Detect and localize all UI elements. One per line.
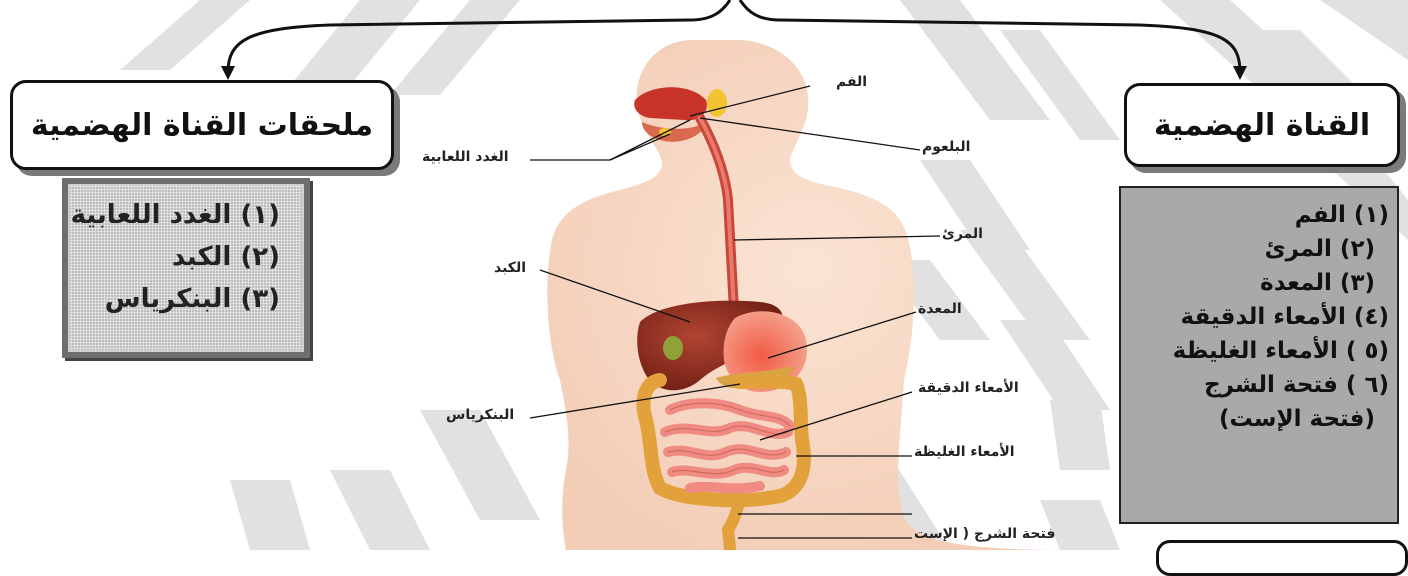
label-small-intestine: الأمعاء الدقيقة — [918, 380, 1019, 396]
accessory-item: (٢) الكبد — [71, 236, 280, 278]
gallbladder — [663, 336, 683, 360]
accessories-title-box: ملحقات القناة الهضمية — [10, 80, 394, 170]
canal-item: (٥ ) الأمعاء الغليظة — [1173, 334, 1389, 368]
label-pancreas: البنكرياس — [446, 407, 514, 423]
canal-item: (٤) الأمعاء الدقيقة — [1173, 300, 1389, 334]
accessory-item: (٣) البنكرياس — [71, 278, 280, 320]
arrow-left-head — [221, 66, 235, 80]
canal-title-box: القناة الهضمية — [1124, 83, 1400, 167]
canal-item: (١) الفم — [1173, 198, 1389, 232]
partial-box-bottom — [1156, 540, 1408, 576]
accessory-item: (١) الغدد اللعابية — [71, 194, 280, 236]
canal-list: (١) الفم (٢) المرئ (٣) المعدة (٤) الأمعا… — [1173, 198, 1389, 436]
label-esophagus: المرئ — [942, 226, 983, 242]
canal-title: القناة الهضمية — [1154, 108, 1370, 143]
accessories-list-box: (١) الغدد اللعابية (٢) الكبد (٣) البنكري… — [62, 178, 310, 358]
label-anus: فتحة الشرج ( الإست — [914, 526, 1055, 542]
accessories-title: ملحقات القناة الهضمية — [31, 108, 373, 143]
canal-item: (٦ ) فتحة الشرج — [1173, 368, 1389, 402]
canal-item: (فتحة الإست) — [1173, 402, 1389, 436]
label-pharynx: البلعوم — [922, 139, 970, 155]
diagram-canvas: الفم البلعوم الغدد اللعابية المرئ الكبد … — [0, 0, 1408, 550]
label-salivary-glands: الغدد اللعابية — [422, 149, 509, 165]
label-large-intestine: الأمعاء الغليظة — [914, 444, 1015, 460]
canal-item: (٢) المرئ — [1173, 232, 1389, 266]
accessories-list: (١) الغدد اللعابية (٢) الكبد (٣) البنكري… — [71, 194, 280, 320]
label-mouth: الفم — [836, 74, 867, 90]
canal-item: (٣) المعدة — [1173, 266, 1389, 300]
label-stomach: المعدة — [918, 301, 962, 317]
salivary-gland — [707, 89, 727, 117]
canal-list-box: (١) الفم (٢) المرئ (٣) المعدة (٤) الأمعا… — [1119, 186, 1399, 524]
label-liver: الكبد — [494, 260, 526, 276]
